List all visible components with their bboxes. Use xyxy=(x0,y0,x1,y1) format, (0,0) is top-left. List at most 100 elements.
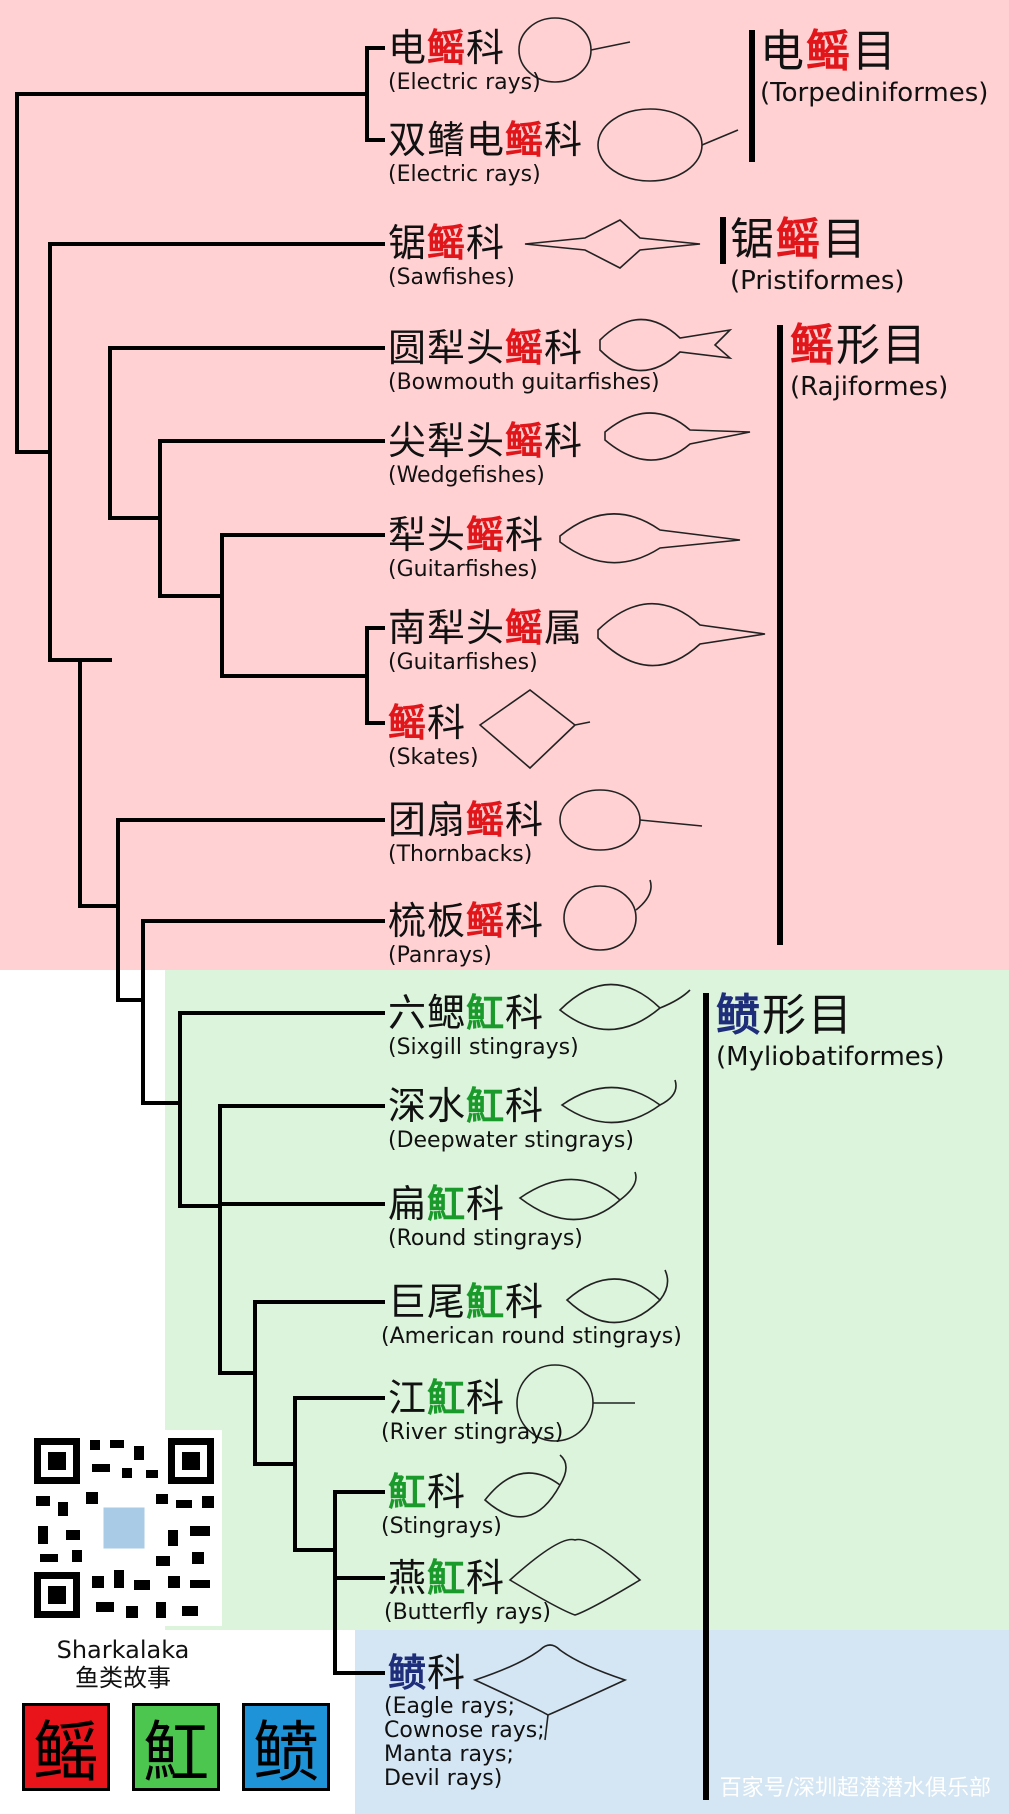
order-name-zh: 电鳐目 xyxy=(760,26,898,77)
family-butterfly-rays: 燕魟科 (Butterfly rays) xyxy=(384,1556,551,1625)
qr-code xyxy=(26,1430,222,1626)
family-electric-rays: 电鳐科 (Electric rays) xyxy=(388,26,541,95)
family-river-stingrays: 江魟科 (River stingrays) xyxy=(381,1376,563,1445)
guitarfish-icon xyxy=(604,412,751,461)
family-name-en-line4: Devil rays) xyxy=(384,1766,503,1791)
family-numbfishes: 双鳍电鳐科 (Electric rays) xyxy=(388,118,583,187)
family-name-zh: 深水魟科 xyxy=(388,1084,545,1128)
family-panrays: 梳板鳐科 (Panrays) xyxy=(388,899,544,968)
family-name-en: (Bowmouth guitarfishes) xyxy=(388,370,660,395)
family-guitarfishes-genus: 南犁头鳐属 (Guitarfishes) xyxy=(388,606,583,675)
branch-eagle xyxy=(333,1490,385,1675)
family-name-zh: 巨尾魟科 xyxy=(388,1280,545,1324)
family-eagle-rays: 鲼科 (Eagle rays; Cownose rays; Manta rays… xyxy=(384,1651,545,1791)
skate-region xyxy=(0,0,1009,970)
branch-stingray-clade xyxy=(178,1011,222,1208)
family-name-en-line3: Manta rays; xyxy=(384,1742,514,1767)
family-name-zh: 尖犁头鳐科 xyxy=(388,419,584,463)
branch-genus-skates xyxy=(365,626,385,725)
skate-icon xyxy=(478,689,591,770)
order-pristiformes: 锯鳐目 (Pristiformes) xyxy=(730,214,905,296)
family-name-en: (Guitarfishes) xyxy=(388,650,538,675)
family-name-en: (River stingrays) xyxy=(381,1420,564,1445)
family-name-en: (Deepwater stingrays) xyxy=(388,1128,634,1153)
order-rajiformes: 鳐形目 (Rajiformes) xyxy=(790,320,948,402)
family-stingrays: 魟科 (Stingrays) xyxy=(381,1470,502,1539)
branch-guitarfish-clade xyxy=(158,439,224,598)
stingray-icon xyxy=(558,983,691,1031)
family-name-zh: 南犁头鳐属 xyxy=(388,606,584,650)
stingray-icon xyxy=(518,1171,637,1221)
qr-caption-line2: 鱼类故事 xyxy=(75,1664,171,1692)
stingray-icon xyxy=(565,1269,669,1324)
family-name-en: (Skates) xyxy=(388,745,479,770)
branch-rajiformes-myliobatiformes xyxy=(48,242,82,662)
family-name-en: (Round stingrays) xyxy=(388,1226,583,1251)
order-name-en: (Myliobatiformes) xyxy=(716,1042,945,1072)
family-name-zh: 燕魟科 xyxy=(388,1556,506,1600)
family-bowmouth-guitarfishes: 圆犁头鳐科 (Bowmouth guitarfishes) xyxy=(388,326,660,395)
family-thornbacks: 团扇鳐科 (Thornbacks) xyxy=(388,798,544,867)
branch-american-clade xyxy=(218,1158,257,1375)
family-guitarfishes: 犁头鳐科 (Guitarfishes) xyxy=(388,513,544,582)
family-name-zh: 团扇鳐科 xyxy=(388,798,545,842)
family-skates: 鳐科 (Skates) xyxy=(388,701,479,770)
family-name-en: (Guitarfishes) xyxy=(388,557,538,582)
stingray-icon xyxy=(560,1079,677,1124)
family-name-en: (Electric rays) xyxy=(388,70,541,95)
family-name-en: (Butterfly rays) xyxy=(384,1600,551,1625)
family-name-en-line2: Cownose rays; xyxy=(384,1718,545,1743)
family-name-zh: 电鳐科 xyxy=(388,26,506,70)
branch-myliobatiformes xyxy=(141,919,182,1105)
branch-guitar-skate-clade xyxy=(220,533,369,678)
family-sixgill-stingrays: 六鳃魟科 (Sixgill stingrays) xyxy=(388,991,579,1060)
order-name-en: (Pristiformes) xyxy=(730,266,905,296)
family-sawfishes: 锯鳐科 (Sawfishes) xyxy=(388,221,515,290)
family-name-en-line1: (Eagle rays; xyxy=(384,1694,515,1719)
butterfly-ray-icon xyxy=(508,1538,642,1616)
family-round-stingrays: 扁魟科 (Round stingrays) xyxy=(388,1182,583,1251)
family-name-zh: 六鳃魟科 xyxy=(388,991,545,1035)
family-name-zh: 犁头鳐科 xyxy=(388,513,545,557)
family-name-zh: 鲼科 xyxy=(388,1651,467,1695)
family-name-zh: 扁魟科 xyxy=(388,1182,506,1226)
family-name-en: (Panrays) xyxy=(388,943,492,968)
order-name-zh: 鳐形目 xyxy=(790,320,928,371)
fanray-icon xyxy=(559,789,703,851)
panray-icon xyxy=(563,879,652,951)
qr-caption-line1: Sharkalaka xyxy=(56,1636,190,1664)
branch-bowmouth-clade xyxy=(108,346,162,520)
qr-caption: Sharkalaka 鱼类故事 xyxy=(18,1636,228,1692)
shark-ray-icon xyxy=(599,318,733,372)
family-american-round-stingrays: 巨尾魟科 (American round stingrays) xyxy=(381,1280,682,1349)
family-deepwater-stingrays: 深水魟科 (Deepwater stingrays) xyxy=(388,1084,634,1153)
sawfish-icon xyxy=(524,219,701,269)
family-name-zh: 魟科 xyxy=(388,1470,467,1514)
family-name-en: (Thornbacks) xyxy=(388,842,533,867)
family-name-en: (American round stingrays) xyxy=(381,1324,682,1349)
family-name-zh: 梳板鳐科 xyxy=(388,899,545,943)
tile-skate: 鳐 xyxy=(22,1703,110,1791)
family-name-en: (Wedgefishes) xyxy=(388,463,545,488)
order-name-zh: 鲼形目 xyxy=(716,990,854,1041)
family-name-en: (Sixgill stingrays) xyxy=(388,1035,579,1060)
order-torpediniformes: 电鳐目 (Torpediniformes) xyxy=(760,26,988,108)
round-ray-icon xyxy=(518,17,631,83)
branch-root xyxy=(15,92,369,454)
branch-river-clade xyxy=(253,1300,297,1466)
family-wedgefishes: 尖犁头鳐科 (Wedgefishes) xyxy=(388,419,583,488)
order-name-en: (Torpediniformes) xyxy=(760,78,989,108)
family-name-zh: 双鳍电鳐科 xyxy=(388,118,584,162)
family-name-zh: 圆犁头鳐科 xyxy=(388,326,584,370)
guitarfish-icon xyxy=(559,513,741,564)
family-name-zh: 鳐科 xyxy=(388,701,467,745)
guitarfish-icon xyxy=(597,602,766,667)
watermark-text: 百家号/深圳超潜潜水俱乐部 xyxy=(719,1776,991,1801)
order-myliobatiformes: 鲼形目 (Myliobatiformes) xyxy=(716,990,944,1072)
family-name-en: (Sawfishes) xyxy=(388,265,515,290)
family-name-zh: 锯鳐科 xyxy=(388,221,506,265)
family-name-en: (Electric rays) xyxy=(388,162,541,187)
order-name-zh: 锯鳐目 xyxy=(730,214,868,265)
